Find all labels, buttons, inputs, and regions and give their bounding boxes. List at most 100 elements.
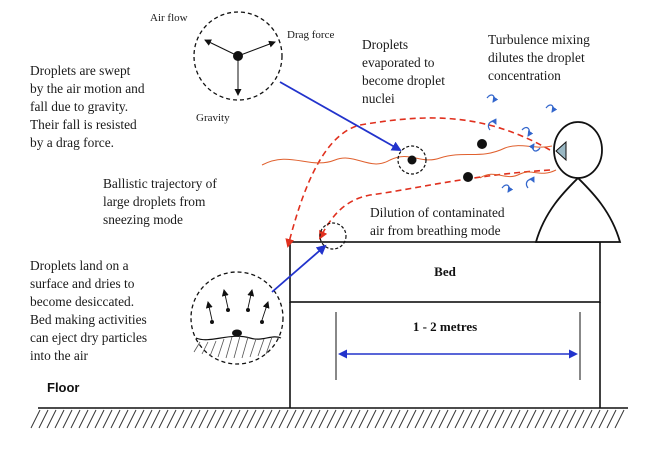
landing-to-bed-arrow (271, 244, 327, 293)
patient-head (553, 121, 603, 179)
turbulence-curl (545, 104, 558, 113)
bed-label: Bed (434, 264, 456, 279)
callout-dilution: Dilution of contaminated air from breath… (370, 205, 508, 238)
floor-hatch-line (78, 409, 89, 429)
turbulence-curl (487, 118, 497, 131)
turbulence-curl (501, 184, 514, 193)
floor-hatch-line (110, 409, 121, 429)
ejected-particle (226, 308, 230, 312)
floor-hatch-line (374, 409, 385, 429)
airflow-wave (261, 145, 553, 166)
floor-hatch-line (438, 409, 449, 429)
turbulence-curl (528, 143, 541, 152)
floor-hatch-line (270, 409, 281, 429)
landing-diagram (190, 271, 284, 365)
floor-hatch-line (318, 409, 329, 429)
floor-hatch-line (510, 409, 521, 429)
floor-hatch-line (310, 409, 321, 429)
force-diagram (193, 11, 283, 101)
floor-hatch-line (462, 409, 473, 429)
floor-hatch-line (150, 409, 161, 429)
landing-magnifier-circle (319, 222, 347, 250)
floor-hatch-line (566, 409, 577, 429)
floor-hatch-line (54, 409, 65, 429)
ejected-particle (246, 308, 250, 312)
ejection-arrow (221, 289, 229, 309)
floor-hatch-line (358, 409, 369, 429)
ejection-arrow (247, 289, 255, 309)
floor-hatch-line (558, 409, 569, 429)
floor-hatch-line (326, 409, 337, 429)
floor-hatch-line (342, 409, 353, 429)
floor-hatch-line (86, 409, 97, 429)
floor-hatch-line (30, 409, 41, 429)
floor (30, 407, 628, 429)
ejected-particle (260, 320, 264, 324)
breath-wave (479, 169, 557, 179)
callout-droplets-land: Droplets land on a surface and dries to … (30, 258, 150, 363)
gravity-label: Gravity (196, 112, 230, 124)
bed (289, 241, 601, 408)
floor-hatch-line (182, 409, 193, 429)
floor-hatch-line (222, 409, 233, 429)
floor-hatch-line (286, 409, 297, 429)
droplet-magnifier-circle (397, 145, 427, 175)
floor-hatch-line (574, 409, 585, 429)
landing-diagram-circle (190, 271, 284, 365)
floor-hatch-line (206, 409, 217, 429)
force-diagram-circle (193, 11, 283, 101)
floor-hatch-line (94, 409, 105, 429)
floor-hatch-line (126, 409, 137, 429)
floor-hatch-line (70, 409, 81, 429)
floor-hatch-line (246, 409, 257, 429)
floor-hatch-line (582, 409, 593, 429)
ejection-arrow (205, 301, 213, 321)
turbulence-curl (525, 176, 535, 189)
floor-hatch-line (502, 409, 513, 429)
floor-hatch-line (190, 409, 201, 429)
turbulence-curls (486, 94, 558, 193)
distance-indicator (335, 312, 581, 380)
floor-hatch-line (398, 409, 409, 429)
floor-hatch-line (614, 409, 625, 429)
floor-hatch-line (262, 409, 273, 429)
floor-hatch-line (118, 409, 129, 429)
floor-hatch-line (166, 409, 177, 429)
floor-hatch-line (478, 409, 489, 429)
floor-hatch-line (526, 409, 537, 429)
droplet-dot (477, 139, 487, 149)
floor-hatch-line (542, 409, 553, 429)
floor-hatch-line (598, 409, 609, 429)
turbulence-curl (486, 94, 499, 103)
turbulence-curl (521, 126, 534, 137)
patient-body (534, 176, 622, 243)
ejected-particle (210, 320, 214, 324)
callout-droplets-swept: Droplets are swept by the air motion and… (30, 63, 148, 150)
floor-label: Floor (47, 380, 80, 395)
floor-hatch-line (38, 409, 49, 429)
floor-hatch-line (446, 409, 457, 429)
floor-hatch-line (350, 409, 361, 429)
floor-hatch-line (294, 409, 305, 429)
floor-hatch-line (230, 409, 241, 429)
floor-hatch-line (134, 409, 145, 429)
surface-line (195, 335, 282, 341)
floor-hatch-line (518, 409, 529, 429)
drag-force-label: Drag force (287, 29, 334, 41)
floor-hatch-line (254, 409, 265, 429)
floor-hatch-line (606, 409, 617, 429)
floor-hatch-line (494, 409, 505, 429)
desiccated-droplet (232, 329, 242, 337)
floor-hatch-line (102, 409, 113, 429)
ballistic-trajectory-upper (285, 117, 551, 248)
floor-hatch-line (174, 409, 185, 429)
air-flow-arrow (204, 39, 239, 57)
floor-hatch-line (382, 409, 393, 429)
patient-face-mouth (555, 140, 567, 162)
distance-label: 1 - 2 metres (413, 319, 477, 334)
floor-hatch-line (414, 409, 425, 429)
floor-hatch-line (302, 409, 313, 429)
floor-hatch-line (158, 409, 169, 429)
floor-hatch-line (406, 409, 417, 429)
floor-hatch-line (470, 409, 481, 429)
